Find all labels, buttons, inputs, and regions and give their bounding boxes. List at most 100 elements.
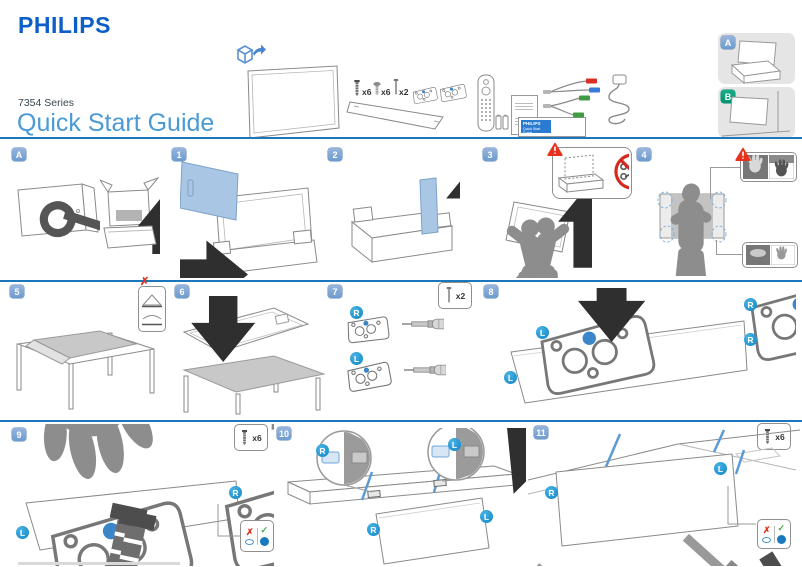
magnifier-right <box>316 430 372 486</box>
inset-connector-line <box>727 486 756 525</box>
option-a-badge: A <box>721 36 735 49</box>
screw-long-icon <box>354 80 360 96</box>
rca-plug-green <box>573 112 584 118</box>
lift-from-box-illustration <box>100 176 160 254</box>
screw-proud-pictogram <box>245 538 255 545</box>
step-5-warning-inset <box>138 286 166 332</box>
inset-connector-line <box>716 254 742 255</box>
stand-panel-illustration <box>346 101 444 130</box>
screw-proud-pictogram <box>762 536 772 543</box>
tv-panel-illustration <box>247 65 340 139</box>
foam-sheet-blue <box>419 177 439 235</box>
rca-plug-blue <box>589 87 600 93</box>
bracket-left-illustration <box>346 361 393 392</box>
pin-count: x2 <box>399 87 409 97</box>
power-cord-illustration <box>608 74 630 125</box>
step-9-screw-inset: x6 <box>234 424 268 451</box>
rca-plug-green <box>579 95 590 101</box>
no-cut-warning-illustration <box>557 150 629 193</box>
check-mark-icon: ✓ <box>260 525 269 535</box>
step-10-badge: 10 <box>277 427 292 440</box>
bracket-right-attach <box>750 288 796 362</box>
screw-long-count: x6 <box>362 87 372 97</box>
step-4-illustration <box>657 183 727 276</box>
step-4-badge: 4 <box>637 148 651 161</box>
series-label: 7354 Series <box>18 97 75 109</box>
step-6-badge: 6 <box>175 285 189 298</box>
philips-logo: PHILIPS <box>18 12 111 38</box>
unbox-icon <box>236 44 266 64</box>
right-badge: R <box>229 486 242 499</box>
no-scissors-icon <box>616 155 629 188</box>
step-9-torque-inset: ✗ ✓ <box>240 520 274 552</box>
option-card-wall: B <box>718 87 795 138</box>
foam-sheet-blue <box>180 161 239 221</box>
packing-strap <box>734 449 746 475</box>
quick-start-leaflet: PHILIPS Quick Start Guide <box>518 117 586 137</box>
packing-strap <box>360 471 374 501</box>
screw-inset-count: x6 <box>252 432 262 443</box>
screw-flush-pictogram <box>776 535 786 544</box>
step-1-badge: 1 <box>172 148 186 161</box>
bracket-right-illustration <box>347 316 390 344</box>
warning-triangle-icon <box>547 142 563 156</box>
leaflet-cover-band: PHILIPS Quick Start Guide <box>521 120 551 135</box>
step-7-pin-inset: x2 <box>438 282 472 309</box>
step-5-illustration <box>16 330 155 410</box>
left-badge: L <box>536 326 549 339</box>
screw-inset-count: x6 <box>775 431 785 442</box>
page-footer-bar <box>18 562 180 565</box>
step-9-badge: 9 <box>12 428 26 441</box>
step-5-badge: 5 <box>10 285 24 298</box>
right-badge: R <box>316 444 329 457</box>
right-badge: R <box>744 298 757 311</box>
batteries-illustration <box>495 114 509 130</box>
x-mark-icon: ✗ <box>245 526 254 537</box>
av-cables-illustration <box>543 78 600 118</box>
screw-short-count: x6 <box>381 87 391 97</box>
screwdriver-right <box>401 318 444 330</box>
left-badge: L <box>480 510 493 523</box>
step-8-illustration <box>510 288 796 404</box>
magnifier-left <box>427 428 485 481</box>
step-11-torque-inset: ✗ ✓ <box>757 519 791 549</box>
step-9-illustration <box>20 424 274 566</box>
step-1-illustration <box>180 161 318 278</box>
divider-header <box>0 137 802 139</box>
left-bracket-badge: L <box>350 352 363 365</box>
left-badge: L <box>448 438 461 451</box>
check-mark-icon: ✓ <box>777 523 786 533</box>
stand-panel <box>555 453 739 547</box>
screwdriver-left <box>403 364 446 376</box>
arrow-down-icon <box>191 296 256 362</box>
left-badge: L <box>504 371 517 384</box>
step-7-badge: 7 <box>328 285 342 298</box>
screwdriver-vertical <box>259 424 274 474</box>
divider-row-a <box>0 280 802 282</box>
left-badge: L <box>16 526 29 539</box>
inset-connector-line <box>716 240 717 255</box>
step-6-illustration <box>182 296 326 415</box>
tv-on-stand-illustration <box>730 40 782 84</box>
inset-connector-line <box>710 167 711 199</box>
warning-triangle-icon <box>735 147 751 161</box>
step-11-badge: 11 <box>534 426 548 439</box>
screw-flush-pictogram <box>259 537 269 546</box>
x-mark-icon: ✗ <box>140 276 150 288</box>
step-2-illustration <box>350 162 460 264</box>
cut-box-illustration <box>17 183 100 240</box>
step-8-badge: 8 <box>484 285 498 298</box>
rca-plug-red <box>586 78 597 84</box>
booklet-text-lines <box>515 101 533 111</box>
leaflet-title: Quick Start Guide <box>523 126 541 135</box>
inset-connector-line <box>217 504 242 537</box>
packing-strap <box>712 429 726 453</box>
step-2-badge: 2 <box>328 148 342 161</box>
step-3-warning-inset <box>552 147 632 199</box>
hand-icon <box>20 424 165 488</box>
left-badge: L <box>714 462 727 475</box>
divider-row-b <box>0 420 802 422</box>
right-badge: R <box>545 486 558 499</box>
step-11-screw-inset: x6 <box>757 423 791 450</box>
